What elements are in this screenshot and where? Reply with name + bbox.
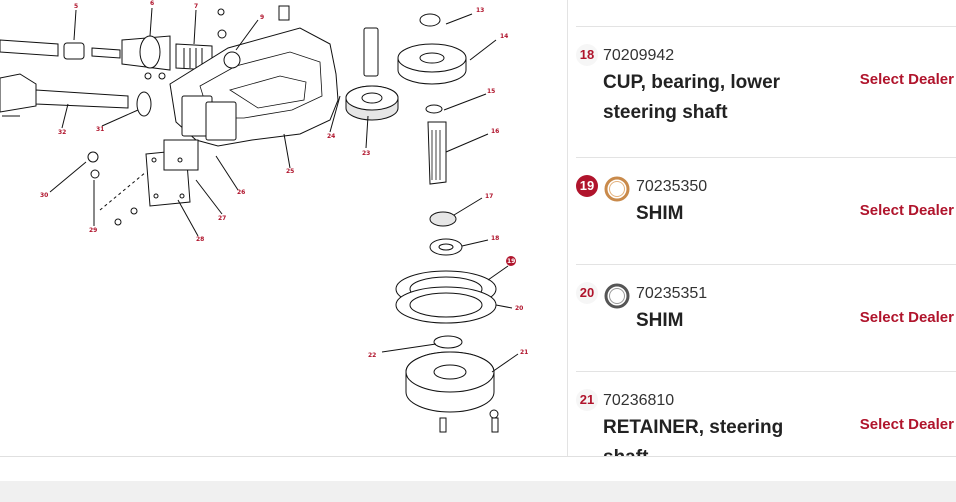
part-name-continued: shaft <box>603 443 648 456</box>
callout-26: 26 <box>237 189 245 196</box>
ref-badge: 18 <box>576 44 598 66</box>
gear-housing-part <box>144 27 339 147</box>
sector-gear-part <box>345 13 467 121</box>
part-name: CUP, bearing, lower <box>603 72 781 93</box>
callout-16: 16 <box>491 128 499 135</box>
parts-diagram[interactable]: 5 6 7 9 13 14 15 16 17 18 19 20 21 22 23… <box>0 0 567 456</box>
row-separator <box>576 264 956 265</box>
part-name: SHIM <box>636 310 684 331</box>
ref-badge: 20 <box>576 282 598 304</box>
callout-25: 25 <box>286 168 294 175</box>
callout-28: 28 <box>196 236 204 243</box>
part-row-19[interactable]: 19 70235350 SHIM Select Dealer <box>576 175 956 255</box>
part-row-21[interactable]: 21 70236810 RETAINER, steering shaft Sel… <box>576 389 956 456</box>
select-dealer-button[interactable]: Select Dealer <box>859 416 954 433</box>
row-separator <box>576 157 956 158</box>
part-row-20[interactable]: 20 70235351 SHIM Select Dealer <box>576 282 956 362</box>
callout-13: 13 <box>476 7 484 14</box>
callout-30: 30 <box>40 192 48 199</box>
callout-32: 32 <box>58 129 66 136</box>
shim-rings-part <box>395 270 497 324</box>
ref-badge: 19 <box>576 175 598 197</box>
callout-23: 23 <box>362 150 370 157</box>
part-name: RETAINER, steering <box>603 417 784 438</box>
ref-badge: 21 <box>576 389 598 411</box>
steering-shaft-part <box>0 35 213 71</box>
callout-19: 19 <box>507 258 515 265</box>
part-number: 70236810 <box>603 392 675 409</box>
callout-22: 22 <box>368 352 376 359</box>
cover-plate-part <box>99 139 199 211</box>
part-name-continued: steering shaft <box>603 102 728 123</box>
pane-divider <box>567 0 568 456</box>
parts-list[interactable]: 18 70209942 CUP, bearing, lower steering… <box>576 0 956 456</box>
retainer-part <box>405 335 499 433</box>
callout-20: 20 <box>515 305 523 312</box>
steel-shim-icon <box>604 283 630 309</box>
part-number: 70209942 <box>603 47 675 64</box>
callout-27: 27 <box>218 215 226 222</box>
select-dealer-button[interactable]: Select Dealer <box>859 71 954 88</box>
exploded-view-drawing: 5 6 7 9 13 14 15 16 17 18 19 20 21 22 23… <box>0 0 528 433</box>
callout-31: 31 <box>96 126 104 133</box>
callout-18: 18 <box>491 235 499 242</box>
part-number: 70235350 <box>636 178 708 195</box>
part-number: 70235351 <box>636 285 708 302</box>
row-separator <box>576 26 956 27</box>
callout-14: 14 <box>500 33 508 40</box>
callout-9: 9 <box>260 14 264 21</box>
callout-15: 15 <box>487 88 495 95</box>
callout-5: 5 <box>74 3 78 10</box>
callout-6: 6 <box>150 0 154 7</box>
pinion-shaft-part <box>425 104 463 256</box>
callout-17: 17 <box>485 193 493 200</box>
bottom-divider <box>0 456 956 457</box>
callout-24: 24 <box>327 133 335 140</box>
copper-shim-icon <box>604 176 630 202</box>
callout-7: 7 <box>194 3 198 10</box>
part-row-18[interactable]: 18 70209942 CUP, bearing, lower steering… <box>576 44 956 144</box>
part-name: SHIM <box>636 203 684 224</box>
select-dealer-button[interactable]: Select Dealer <box>859 309 954 326</box>
callout-labels: 5 6 7 9 13 14 15 16 17 18 19 20 21 22 23… <box>40 0 528 359</box>
footer-bar <box>0 481 956 502</box>
fasteners-part <box>87 5 290 226</box>
callout-19-marker <box>506 256 516 266</box>
select-dealer-button[interactable]: Select Dealer <box>859 202 954 219</box>
callout-29: 29 <box>89 227 97 234</box>
leader-lines <box>49 7 519 373</box>
row-separator <box>576 371 956 372</box>
callout-21: 21 <box>520 349 528 356</box>
spline-shaft-part <box>0 73 152 117</box>
